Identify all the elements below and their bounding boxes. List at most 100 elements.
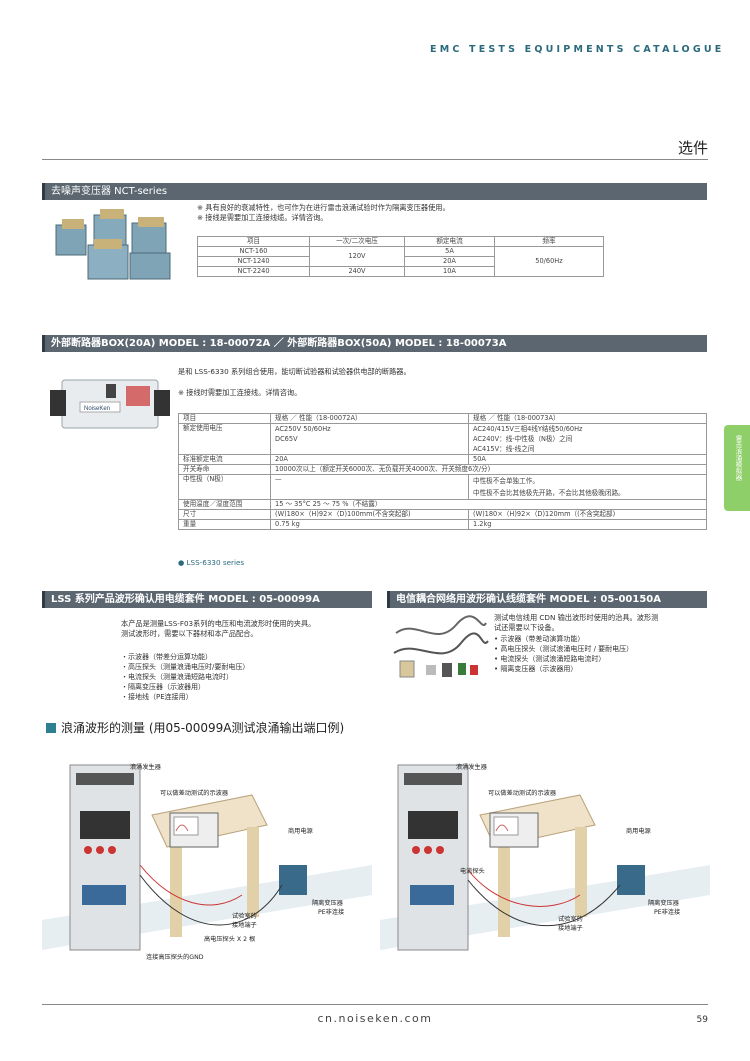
nct-header-frequency: 频率 [494, 236, 604, 247]
breaker-cell: AC240/415V三相4线Y结线50/60Hz [473, 425, 583, 433]
breaker-header-50a: 规格 ／ 性能（18-00073A） [468, 413, 707, 424]
cdn-cable-list: • 示波器（带差动演算功能） • 高电压探头（测试浪涌电压时 / 要耐电压） •… [494, 634, 633, 674]
breaker-cell: (W)180×（H)92×（D)120mm（(不含突起部) [468, 509, 707, 520]
breaker-cell: 0.75 kg [270, 519, 469, 530]
breaker-section-header: 外部断路器BOX(20A) MODEL : 18-00072A ／ 外部断路器B… [42, 335, 707, 352]
page-number: 59 [696, 1015, 708, 1025]
cdn-cable-desc-1: 测试电信线用 CDN 输出波形时使用的治具。波形测 [494, 613, 659, 622]
diagram-label: 电流探头 [460, 867, 485, 875]
breaker-cell: AC415V：线-线之间 [473, 445, 535, 453]
breaker-brand-label: NoiseKen [84, 406, 110, 412]
breaker-cell: 50A [468, 454, 707, 465]
breaker-row-label: 标准额定电流 [178, 454, 271, 465]
cdn-cable-section-header: 电信耦合网络用波形确认线缆套件 MODEL : 05-00150A [387, 591, 707, 608]
lss-cable-list: ・示波器（带差分运算功能） ・高压探头（测量浪涌电压时/要耐电压） ・电流探头（… [121, 652, 249, 702]
side-index-tab[interactable]: 雷击浪涌模拟器 [724, 425, 750, 511]
nct-current: 5A [404, 246, 495, 257]
list-item: • 电流探头（测试浪涌短路电流时） [494, 655, 606, 663]
diagram-label: 接地端子 [558, 924, 583, 932]
breaker-cell: 15 ～ 35°C 25 ～ 75 %（不结露） [270, 499, 707, 510]
series-note: ● LSS-6330 series [178, 558, 245, 567]
nct-note-1: ※ 具有良好的衰减特性，也可作为在进行雷击浪涌试验时作为隔离变压器使用。 [197, 203, 450, 212]
list-item: ・隔离变压器（示波器用） [121, 683, 205, 691]
breaker-description: 是和 LSS-6330 系列组合使用，能切断试验器和试验器供电部的断路器。 [178, 367, 411, 376]
right-measurement-illustration: 浪涌发生器 可以做差动测试的示波器 商用电源 电流探头 隔离变压器 PE非连接 … [380, 763, 710, 951]
page-title: 选件 [677, 139, 708, 157]
diagram-label: 浪涌发生器 [456, 763, 488, 771]
diagram-label: 高电压探头 X 2 根 [204, 935, 255, 943]
list-item: ・高压探头（测量浪涌电压时/要耐电压） [121, 663, 250, 671]
breaker-spec-table: 项目 规格 ／ 性能（18-00072A） 规格 ／ 性能（18-00073A）… [178, 413, 707, 530]
nct-current: 10A [404, 266, 495, 277]
breaker-cell: AC250V 50/60Hz [275, 425, 331, 433]
footer-url[interactable]: cn.noiseken.com [317, 1012, 433, 1025]
diagram-label: 商用电源 [626, 827, 651, 835]
transformer-unit [55, 209, 171, 280]
list-item: ・电流探头（测量浪涌短路电流时） [121, 673, 233, 681]
breaker-cell: — [270, 474, 469, 500]
breaker-row-label: 重量 [178, 519, 271, 530]
lss-cable-desc-1: 本产品是测量LSS-F03系列的电压和电流波形时使用的夹具。 [121, 619, 316, 628]
nct-model: NCT-1240 [197, 256, 310, 267]
breaker-row-label: 额定使用电压 [178, 423, 271, 455]
breaker-cell: 中性极不会单独工作。 [473, 477, 539, 485]
breaker-row-label: 开关寿命 [178, 464, 271, 475]
nct-spec-table: 项目 一次/二次电压 额定电流 频率 NCT-160 120V 5A 50/60… [197, 236, 604, 277]
measurement-heading-text: 浪涌波形的测量 (用05-00099A测试浪涌输出端口例) [61, 721, 345, 735]
diagram-label: 隔离变压器 [312, 899, 344, 907]
diagram-label: PE非连接 [318, 908, 344, 916]
diagram-label: 浪涌发生器 [130, 763, 162, 771]
list-item: • 高电压探头（测试浪涌电压时 / 要耐电压） [494, 645, 634, 653]
catalogue-title: EMC TESTS EQUIPMENTS CATALOGUE [430, 44, 725, 55]
list-item: ・示波器（带差分运算功能） [121, 653, 212, 661]
breaker-cell: DC65V [275, 435, 298, 443]
lss-cable-section-header: LSS 系列产品波形确认用电缆套件 MODEL : 05-00099A [42, 591, 372, 608]
diagram-label: 连接高压探头的GND [146, 953, 204, 961]
list-item: ・接地线（PE连接用） [121, 693, 193, 701]
breaker-header-item: 项目 [178, 413, 271, 424]
breaker-box-photo: NoiseKen [50, 379, 170, 429]
diagram-label: 试验室的 [232, 912, 257, 920]
side-tab-label: 雷击浪涌模拟器 [734, 435, 742, 481]
breaker-note: ※ 接线时需要加工连接线。详情咨询。 [178, 388, 302, 397]
nct-model: NCT-2240 [197, 266, 310, 277]
lss-cable-desc-2: 测试波形时，需要以下器材和本产品配合。 [121, 629, 258, 638]
diagram-label: 隔离变压器 [648, 899, 680, 907]
heading-square-icon [46, 723, 56, 733]
nct-note-2: ※ 接线是需要加工连接线缆。详情咨询。 [197, 213, 328, 222]
diagram-label: 商用电源 [288, 827, 313, 835]
breaker-cell: (W)180×（H)92×（D)100mm(不含突起部) [270, 509, 469, 520]
diagram-label: 可以做差动测试的示波器 [488, 789, 557, 797]
list-item: • 示波器（带差动演算功能） [494, 635, 585, 643]
nct-model: NCT-160 [197, 246, 310, 257]
nct-header-item: 项目 [197, 236, 310, 247]
diagram-label: 接地端子 [232, 921, 257, 929]
nct-current: 20A [404, 256, 495, 267]
measurement-scene [42, 764, 372, 951]
diagram-label: 试验室的 [558, 915, 583, 923]
cdn-cable-desc-2: 试还需要以下设备。 [494, 623, 559, 632]
nct-voltage: 120V [309, 246, 405, 267]
diagram-label: PE非连接 [654, 908, 680, 916]
breaker-header-20a: 规格 ／ 性能（18-00072A） [270, 413, 469, 424]
breaker-cell: 20A [270, 454, 469, 465]
diagram-label: 可以做差动测试的示波器 [160, 789, 229, 797]
breaker-cell: 1.2kg [468, 519, 707, 530]
footer-divider [42, 1004, 708, 1005]
nct-voltage: 240V [309, 266, 405, 277]
breaker-row-label: 中性极（N极） [178, 474, 271, 500]
breaker-cell: 中性极不会比其他极先开路，不会比其他极晚闭路。 [473, 489, 625, 497]
breaker-row-label: 使用温度／湿度范围 [178, 499, 271, 510]
measurement-scene [380, 764, 710, 951]
nct-frequency: 50/60Hz [494, 246, 604, 277]
breaker-cell: 10000次以上（额定开关6000次、无负载开关4000次、开关频度6次/分) [270, 464, 707, 475]
nct-transformer-photo [55, 209, 171, 280]
nct-header-voltage: 一次/二次电压 [309, 236, 405, 247]
left-measurement-illustration: 浪涌发生器 可以做差动测试的示波器 商用电源 隔离变压器 PE非连接 试验室的 … [42, 763, 372, 961]
nct-header-current: 额定电流 [404, 236, 495, 247]
list-item: • 隔离变压器（示波器用） [494, 665, 578, 673]
nct-section-header: 去噪声变压器 NCT-series [42, 183, 707, 200]
measurement-heading: 浪涌波形的测量 (用05-00099A测试浪涌输出端口例) [46, 719, 344, 736]
breaker-cell: AC240V：线-中性极（N极）之间 [473, 435, 573, 443]
breaker-row-label: 尺寸 [178, 509, 271, 520]
